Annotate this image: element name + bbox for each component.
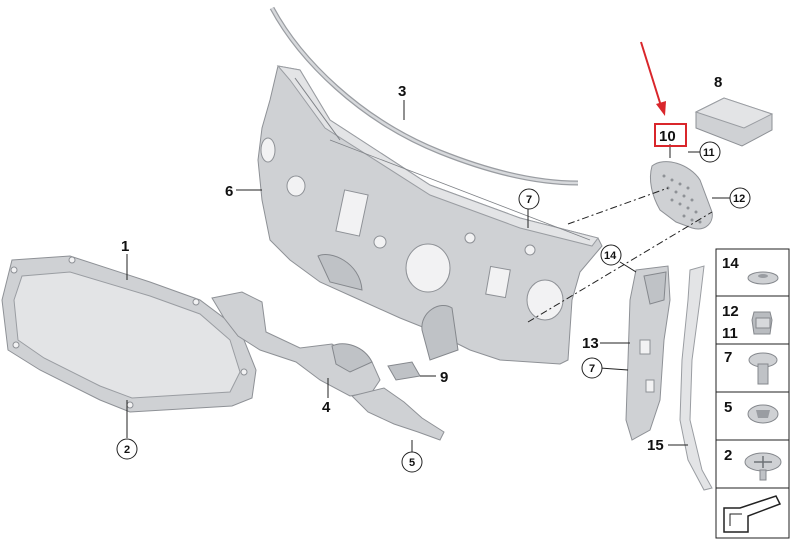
label-7b: 7 xyxy=(589,363,595,375)
legend-label-12: 12 xyxy=(722,303,739,320)
callout-labels: 1 2 3 4 5 6 7 7 8 9 10 11 12 13 14 15 xyxy=(121,74,745,469)
label-7a: 7 xyxy=(526,194,532,206)
part-15-side-trim xyxy=(679,265,713,491)
nut-5-icon xyxy=(747,404,779,424)
part-10-insulation-piece xyxy=(649,161,713,230)
part-8-cover-plate xyxy=(694,97,774,147)
label-6: 6 xyxy=(225,183,233,200)
label-13: 13 xyxy=(582,335,599,352)
highlight-box-10 xyxy=(654,123,687,147)
part-13-side-trim xyxy=(625,265,671,441)
legend-label-5: 5 xyxy=(724,399,732,416)
legend-label-11: 11 xyxy=(722,325,738,342)
label-4: 4 xyxy=(322,399,331,416)
label-8: 8 xyxy=(714,74,722,91)
part-3-seal-strip xyxy=(269,6,579,186)
label-10: 10 xyxy=(659,128,676,145)
fastener-legend: 14 12 11 7 5 2 xyxy=(715,248,790,539)
part-5-lower-insulation xyxy=(351,387,445,441)
callout-circles xyxy=(116,141,751,473)
rivet-7-icon xyxy=(748,352,778,385)
legend-label-7: 7 xyxy=(724,349,732,366)
highlight-arrow xyxy=(640,41,666,116)
label-15: 15 xyxy=(647,437,664,454)
label-1: 1 xyxy=(121,238,129,255)
part-9-bracket xyxy=(387,361,421,381)
label-12: 12 xyxy=(733,193,745,205)
part-6-bulkhead xyxy=(257,65,603,365)
legend-label-2: 2 xyxy=(724,447,732,464)
leader-lines xyxy=(126,100,730,452)
part-4-lower-insulation xyxy=(211,291,381,397)
label-11: 11 xyxy=(703,147,715,159)
label-5: 5 xyxy=(409,457,415,469)
nut-12-11-icon xyxy=(751,311,773,335)
label-9: 9 xyxy=(440,369,448,386)
screw-2-icon xyxy=(744,452,782,481)
clip-14-icon xyxy=(747,271,779,285)
part-1-insulation-panel xyxy=(1,255,257,413)
legend-label-14: 14 xyxy=(722,255,739,272)
label-2: 2 xyxy=(124,444,130,456)
label-3: 3 xyxy=(398,83,406,100)
direction-arrow-icon xyxy=(723,495,782,533)
label-14: 14 xyxy=(604,250,617,262)
